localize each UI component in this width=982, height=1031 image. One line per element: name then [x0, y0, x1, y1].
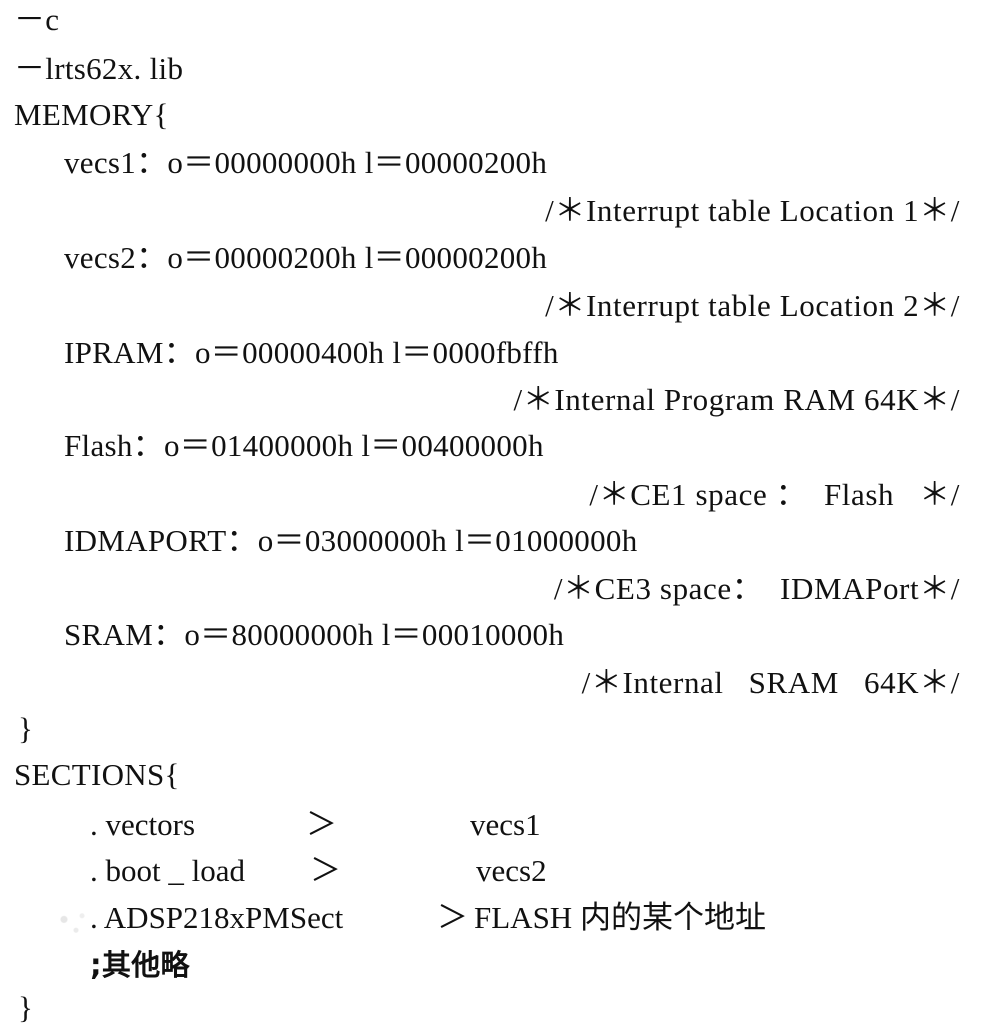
memory-entry-ipram: IPRAM：o＝00000400h l＝0000fbffh: [64, 335, 559, 370]
memory-comment-vecs1: /＊Interrupt table Location 1＊/: [545, 193, 960, 228]
memory-comment-idmaport: /＊CE3 space： IDMAPort＊/: [553, 571, 960, 606]
scan-speck: [52, 905, 92, 941]
memory-entry-vecs2: vecs2：o＝00000200h l＝00000200h: [64, 240, 548, 275]
memory-header: MEMORY{: [14, 97, 169, 132]
option-c: －c: [14, 2, 60, 37]
section-target-adsp: FLASH 内的某个地址: [474, 900, 766, 935]
section-target-boot-load: vecs2: [476, 853, 547, 888]
section-name-adsp: . ADSP218xPMSect: [90, 900, 344, 935]
section-operator-vectors: ＞: [306, 807, 337, 842]
section-target-vectors: vecs1: [470, 807, 541, 842]
memory-entry-sram: SRAM：o＝80000000h l＝00010000h: [64, 617, 565, 652]
section-operator-boot-load: ＞: [310, 853, 341, 888]
memory-comment-sram: /＊Internal SRAM 64K＊/: [581, 665, 960, 700]
sections-note: ;其他略: [90, 948, 190, 982]
memory-close-brace: }: [18, 711, 34, 746]
sections-header: SECTIONS{: [14, 757, 180, 792]
memory-comment-flash: /＊CE1 space ： Flash ＊/: [589, 477, 960, 512]
option-library: －lrts62x. lib: [14, 51, 184, 86]
section-operator-adsp: ＞: [437, 900, 468, 935]
section-name-boot-load: . boot _ load: [90, 853, 245, 888]
memory-entry-vecs1: vecs1：o＝00000000h l＝00000200h: [64, 145, 548, 180]
memory-comment-vecs2: /＊Interrupt table Location 2＊/: [545, 288, 960, 323]
memory-entry-idmaport: IDMAPORT：o＝03000000h l＝01000000h: [64, 523, 638, 558]
memory-comment-ipram: /＊Internal Program RAM 64K＊/: [513, 382, 960, 417]
memory-entry-flash: Flash：o＝01400000h l＝00400000h: [64, 428, 544, 463]
sections-close-brace: }: [18, 990, 34, 1025]
section-name-vectors: . vectors: [90, 807, 196, 842]
